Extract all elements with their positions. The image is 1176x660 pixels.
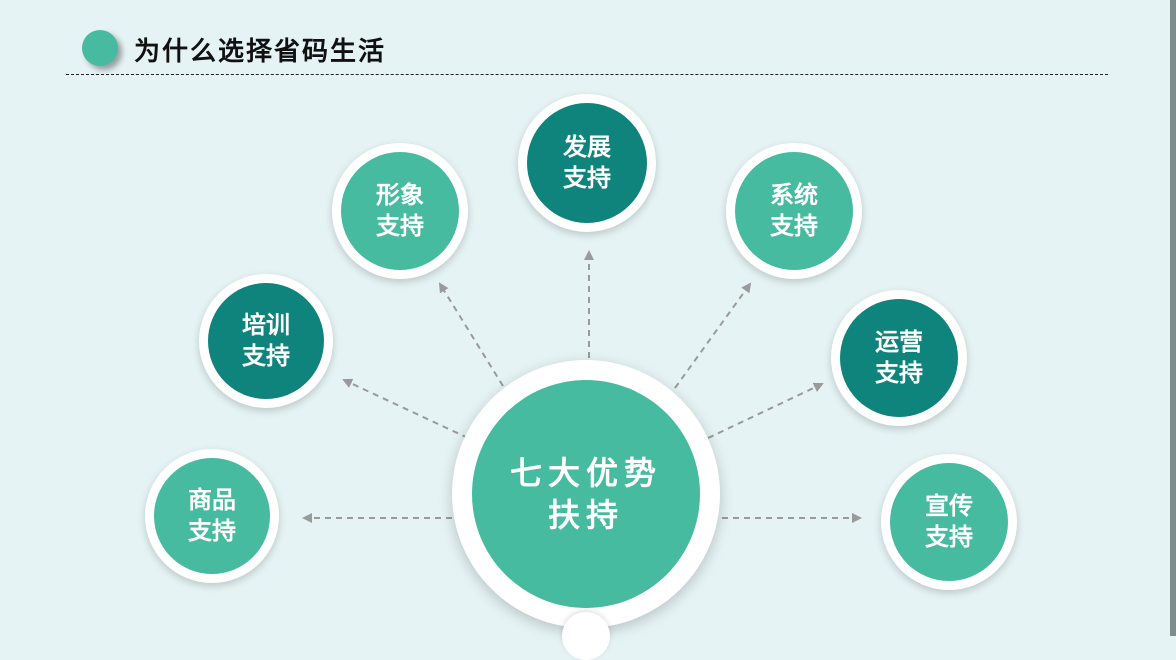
connector-arrows bbox=[302, 250, 862, 523]
node-peixun-line1: 培训 bbox=[242, 311, 290, 339]
node-xitong-circle: 系统 支持 bbox=[735, 152, 853, 270]
node-yunying-line1: 运营 bbox=[875, 328, 923, 356]
node-peixun-line2: 支持 bbox=[242, 342, 290, 370]
node-xingxiang-circle: 形象 支持 bbox=[341, 152, 459, 270]
header-bullet-icon bbox=[82, 30, 118, 66]
node-xingxiang-line1: 形象 bbox=[376, 181, 424, 209]
center-line2: 扶持 bbox=[547, 496, 624, 534]
header-divider bbox=[66, 74, 1108, 75]
node-fazhan-line2: 支持 bbox=[563, 164, 611, 192]
node-xuanchuan-line1: 宣传 bbox=[925, 492, 973, 520]
node-xingxiang-line2: 支持 bbox=[376, 212, 424, 240]
node-yunying-circle: 运营 支持 bbox=[840, 299, 958, 417]
arrow-to-peixun bbox=[342, 378, 469, 439]
node-yunying: 运营 支持 bbox=[831, 290, 967, 426]
node-yunying-line2: 支持 bbox=[875, 359, 923, 387]
node-shangpin-line1: 商品 bbox=[188, 486, 236, 514]
node-xingxiang: 形象 支持 bbox=[332, 143, 468, 279]
page-title: 为什么选择省码生活 bbox=[134, 37, 387, 67]
node-xuanchuan: 宣传 支持 bbox=[881, 454, 1017, 590]
node-shangpin: 商品 支持 bbox=[145, 449, 279, 583]
arrow-to-yunying bbox=[707, 382, 824, 439]
node-shangpin-circle: 商品 支持 bbox=[154, 458, 270, 574]
node-peixun: 培训 支持 bbox=[199, 274, 333, 408]
right-edge-bar bbox=[1170, 0, 1176, 636]
node-peixun-circle: 培训 支持 bbox=[208, 283, 324, 399]
node-fazhan-circle: 发展 支持 bbox=[527, 103, 647, 223]
node-xuanchuan-circle: 宣传 支持 bbox=[890, 463, 1008, 581]
diagram-page: 为什么选择省码生活 商品 支持 培训 支持 形象 支持 bbox=[66, 0, 1176, 660]
arrow-to-xingxiang bbox=[438, 282, 504, 387]
node-shangpin-line2: 支持 bbox=[188, 517, 236, 545]
center-hub: 七大优势 扶持 bbox=[452, 360, 720, 628]
node-xitong-line1: 系统 bbox=[770, 181, 818, 209]
center-line1: 七大优势 bbox=[509, 454, 662, 492]
center-hub-circle: 七大优势 扶持 bbox=[472, 380, 700, 608]
node-fazhan: 发展 支持 bbox=[518, 94, 656, 232]
node-xitong: 系统 支持 bbox=[726, 143, 862, 279]
node-fazhan-line1: 发展 bbox=[563, 133, 611, 161]
center-bottom-knob bbox=[562, 612, 610, 660]
node-xuanchuan-line2: 支持 bbox=[925, 523, 973, 551]
arrow-to-xitong bbox=[674, 282, 752, 389]
node-xitong-line2: 支持 bbox=[770, 212, 818, 240]
